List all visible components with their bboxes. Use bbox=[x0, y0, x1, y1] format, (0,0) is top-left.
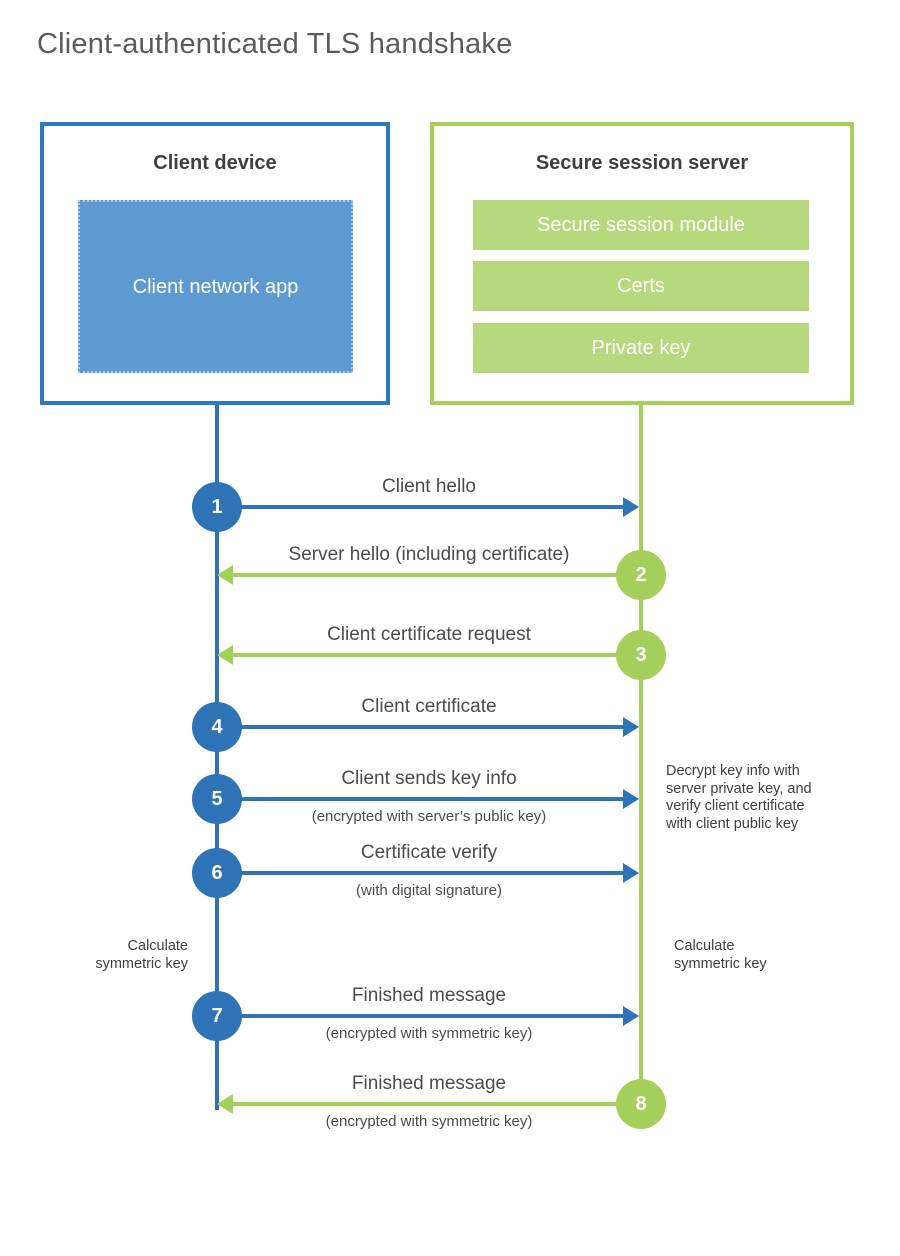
server-lifeline bbox=[639, 405, 643, 1105]
server-module-certs: Certs bbox=[473, 261, 809, 311]
client-network-app-label: Client network app bbox=[132, 275, 299, 298]
arrow-right-icon bbox=[623, 789, 639, 809]
step-number-badge: 7 bbox=[192, 991, 242, 1041]
page-title: Client-authenticated TLS handshake bbox=[37, 28, 513, 60]
arrow-left-icon bbox=[217, 565, 233, 585]
client-lifeline bbox=[215, 405, 219, 1110]
arrow-right-icon bbox=[623, 497, 639, 517]
arrow-left-icon bbox=[217, 645, 233, 665]
step-label: Client sends key info bbox=[341, 768, 517, 789]
decrypt-key-info-note: Decrypt key info with server private key… bbox=[666, 763, 812, 832]
arrow-line bbox=[217, 505, 623, 509]
client-network-app-block: Client network app bbox=[78, 200, 353, 373]
step-label: Finished message bbox=[351, 1073, 507, 1094]
arrow-right-icon bbox=[623, 863, 639, 883]
calculate-symmetric-key-note-server: Calculate symmetric key bbox=[674, 938, 767, 972]
step-label: Server hello (including certificate) bbox=[288, 544, 570, 565]
step-number-badge: 6 bbox=[192, 848, 242, 898]
step-sublabel: (with digital signature) bbox=[356, 882, 502, 899]
calculate-symmetric-key-note-client: Calculate symmetric key bbox=[95, 938, 188, 972]
server-module-secure-session: Secure session module bbox=[473, 200, 809, 250]
server-box-title: Secure session server bbox=[535, 152, 749, 174]
step-label: Certificate verify bbox=[360, 842, 498, 863]
step-label: Client certificate bbox=[361, 696, 497, 717]
arrow-line bbox=[217, 1014, 623, 1018]
arrow-line bbox=[217, 725, 623, 729]
step-number-badge: 3 bbox=[616, 630, 666, 680]
step-label: Client certificate request bbox=[327, 624, 531, 645]
server-module-private-key: Private key bbox=[473, 323, 809, 373]
arrow-left-icon bbox=[217, 1094, 233, 1114]
arrow-line bbox=[217, 871, 623, 875]
step-sublabel: (encrypted with symmetric key) bbox=[325, 1113, 533, 1130]
arrow-line bbox=[217, 797, 623, 801]
arrow-right-icon bbox=[623, 1006, 639, 1026]
server-box: Secure session server Secure session mod… bbox=[430, 122, 854, 405]
arrow-line bbox=[231, 573, 641, 577]
step-number-badge: 5 bbox=[192, 774, 242, 824]
arrow-line bbox=[231, 1102, 641, 1106]
client-device-box: Client device Client network app bbox=[40, 122, 390, 405]
step-sublabel: (encrypted with server’s public key) bbox=[311, 808, 547, 825]
arrow-line bbox=[231, 653, 641, 657]
arrow-right-icon bbox=[623, 717, 639, 737]
step-number-badge: 8 bbox=[616, 1079, 666, 1129]
step-sublabel: (encrypted with symmetric key) bbox=[325, 1025, 533, 1042]
step-number-badge: 2 bbox=[616, 550, 666, 600]
step-label: Finished message bbox=[351, 985, 507, 1006]
client-device-title: Client device bbox=[153, 152, 277, 174]
step-number-badge: 4 bbox=[192, 702, 242, 752]
step-label: Client hello bbox=[382, 476, 476, 497]
step-number-badge: 1 bbox=[192, 482, 242, 532]
